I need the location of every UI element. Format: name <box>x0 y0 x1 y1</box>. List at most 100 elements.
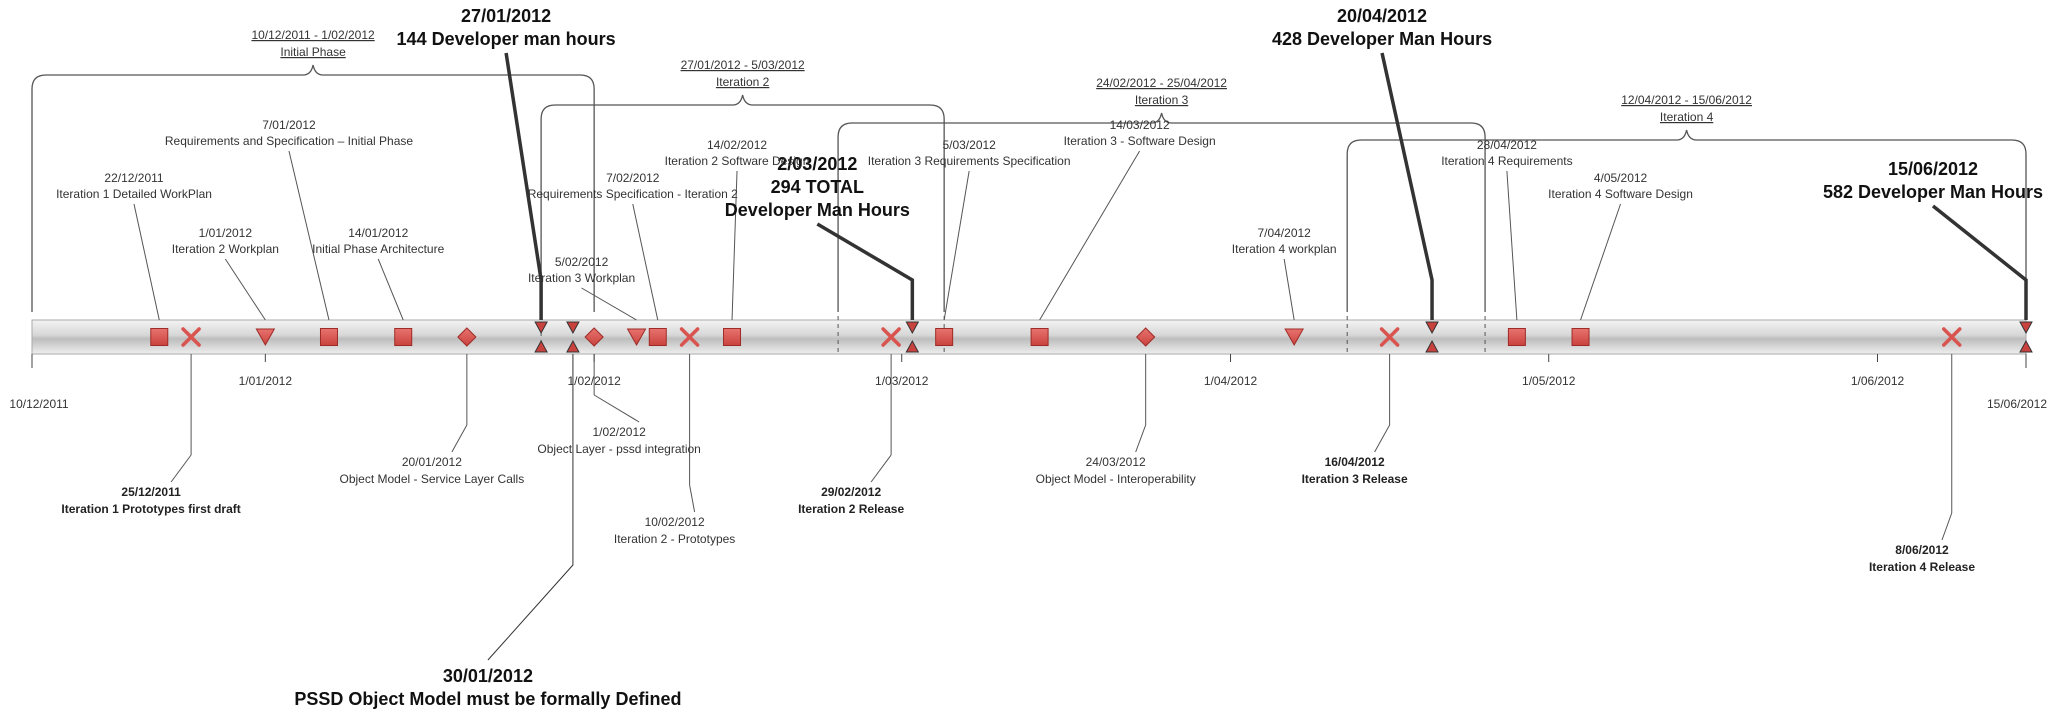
event-marker-13 <box>181 327 201 347</box>
event-leader-11 <box>1506 170 1518 321</box>
event-date-19: 16/04/2012 <box>1325 455 1385 469</box>
event-title-8: Iteration 3 Requirements Specification <box>868 154 1071 168</box>
event-leader-10 <box>1283 258 1295 321</box>
event-title-16: Iteration 2 - Prototypes <box>614 532 735 546</box>
phase-dates-1: 10/12/2011 - 1/02/2012 <box>251 28 375 42</box>
callout-arrow-up-5 <box>566 339 580 353</box>
event-marker-6 <box>648 328 667 346</box>
event-leader-12 <box>1580 203 1622 321</box>
event-date-15: 1/02/2012 <box>592 425 646 439</box>
event-marker-7 <box>723 328 742 346</box>
callout-pointer-5 <box>487 354 574 661</box>
event-date-20: 8/06/2012 <box>1895 543 1949 557</box>
event-marker-17 <box>881 327 901 347</box>
axis-label-4: 1/03/2012 <box>875 374 929 388</box>
event-date-11: 28/04/2012 <box>1477 138 1537 152</box>
phase-dates-2: 27/01/2012 - 5/03/2012 <box>681 58 805 72</box>
event-marker-12 <box>1571 328 1590 346</box>
event-title-3: Requirements and Specification – Initial… <box>165 134 413 148</box>
phase-bracket-4 <box>1346 129 2027 312</box>
event-title-12: Iteration 4 Software Design <box>1548 187 1693 201</box>
event-leader-b-13 <box>170 454 192 483</box>
event-title-18: Object Model - Interoperability <box>1036 472 1196 486</box>
event-title-20: Iteration 4 Release <box>1869 560 1975 574</box>
event-date-14: 20/01/2012 <box>402 455 462 469</box>
event-title-14: Object Model - Service Layer Calls <box>339 472 524 486</box>
event-marker-5 <box>626 328 647 347</box>
callout-line-3-1: 20/04/2012 <box>1337 6 1427 26</box>
event-marker-15 <box>584 327 604 347</box>
event-leader-b-17 <box>870 454 892 483</box>
axis-label-6: 1/05/2012 <box>1522 374 1576 388</box>
event-leader-5 <box>581 287 637 321</box>
event-date-10: 7/04/2012 <box>1257 226 1311 240</box>
event-marker-20 <box>1942 327 1962 347</box>
event-date-9: 14/03/2012 <box>1110 118 1170 132</box>
leader-lines <box>133 150 1953 541</box>
event-marker-18 <box>1135 327 1156 347</box>
event-date-7: 14/02/2012 <box>707 138 767 152</box>
phase-bracket-2 <box>540 94 945 312</box>
event-marker-3 <box>319 328 338 346</box>
callout-arrow-down-3 <box>1425 321 1439 335</box>
callout-line-5-1: 30/01/2012 <box>443 666 533 686</box>
phase-bracket-3 <box>837 112 1486 312</box>
event-marker-1 <box>150 328 169 346</box>
event-leader-4 <box>377 258 404 321</box>
event-leader-1 <box>133 203 160 321</box>
callout-arrow-up-3 <box>1425 339 1439 353</box>
callout-line-2-3: Developer Man Hours <box>725 200 910 220</box>
event-title-2: Iteration 2 Workplan <box>172 242 279 256</box>
event-marker-14 <box>457 327 477 347</box>
event-date-13: 25/12/2011 <box>121 485 181 499</box>
event-date-2: 1/01/2012 <box>199 226 253 240</box>
phase-bracket-1 <box>31 64 595 312</box>
event-title-5: Iteration 3 Workplan <box>528 271 635 285</box>
event-leader-b-16 <box>689 484 696 513</box>
callout-arrow-up-4 <box>2019 339 2033 353</box>
axis-label-8: 15/06/2012 <box>1987 397 2047 411</box>
event-leader-b-19 <box>1374 424 1391 453</box>
phase-name-1: Initial Phase <box>280 45 346 59</box>
event-date-16: 10/02/2012 <box>645 515 705 529</box>
callout-line-2-2: 294 TOTAL <box>771 177 864 197</box>
callout-arrow-down-4 <box>2019 321 2033 335</box>
callout-line-5-2: PSSD Object Model must be formally Defin… <box>294 689 681 709</box>
event-markers <box>150 327 1962 347</box>
event-marker-8 <box>935 328 954 346</box>
event-title-11: Iteration 4 Requirements <box>1441 154 1572 168</box>
event-marker-10 <box>1284 328 1305 347</box>
event-leader-b-20 <box>1941 512 1953 541</box>
event-leader-b-14 <box>451 424 468 453</box>
event-date-8: 5/03/2012 <box>942 138 996 152</box>
event-title-17: Iteration 2 Release <box>798 502 904 516</box>
callout-pointer-1 <box>504 52 543 320</box>
event-date-18: 24/03/2012 <box>1086 455 1146 469</box>
axis-label-7: 1/06/2012 <box>1851 374 1905 388</box>
callout-line-1-1: 27/01/2012 <box>461 6 551 26</box>
phase-name-2: Iteration 2 <box>716 75 770 89</box>
callout-line-4-2: 582 Developer Man Hours <box>1823 182 2043 202</box>
callout-arrow-up-2 <box>905 339 920 353</box>
event-date-1: 22/12/2011 <box>104 171 163 185</box>
phase-dates-3: 24/02/2012 - 25/04/2012 <box>1096 76 1227 90</box>
axis-label-3: 1/02/2012 <box>567 374 621 388</box>
callout-arrow-down-2 <box>905 321 920 335</box>
callout-pointer-2 <box>816 222 915 320</box>
event-leader-6 <box>632 203 659 321</box>
event-leader-7 <box>731 170 738 321</box>
event-marker-4 <box>394 328 413 346</box>
event-leader-9 <box>1039 150 1141 321</box>
event-marker-9 <box>1030 328 1049 346</box>
axis-label-1: 10/12/2011 <box>9 397 68 411</box>
callout-line-3-2: 428 Developer Man Hours <box>1272 29 1492 49</box>
event-leader-3 <box>288 150 330 321</box>
event-marker-16 <box>679 327 700 347</box>
event-date-4: 14/01/2012 <box>348 226 408 240</box>
callout-arrow-up-1 <box>534 339 548 353</box>
event-title-19: Iteration 3 Release <box>1302 472 1408 486</box>
callout-arrow-down-5 <box>566 321 580 335</box>
event-title-6: Requirements Specification - Iteration 2 <box>528 187 738 201</box>
